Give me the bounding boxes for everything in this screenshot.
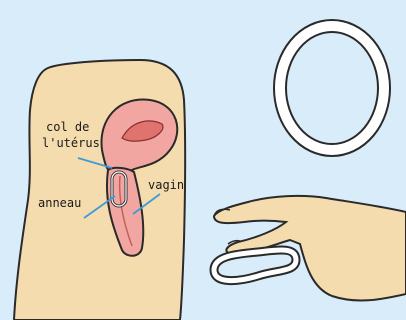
label-cervix-line1: col de xyxy=(46,120,89,134)
label-ring: anneau xyxy=(38,196,81,210)
label-vagina: vagin xyxy=(148,178,184,192)
label-cervix-line2: l'utérus xyxy=(42,136,100,150)
